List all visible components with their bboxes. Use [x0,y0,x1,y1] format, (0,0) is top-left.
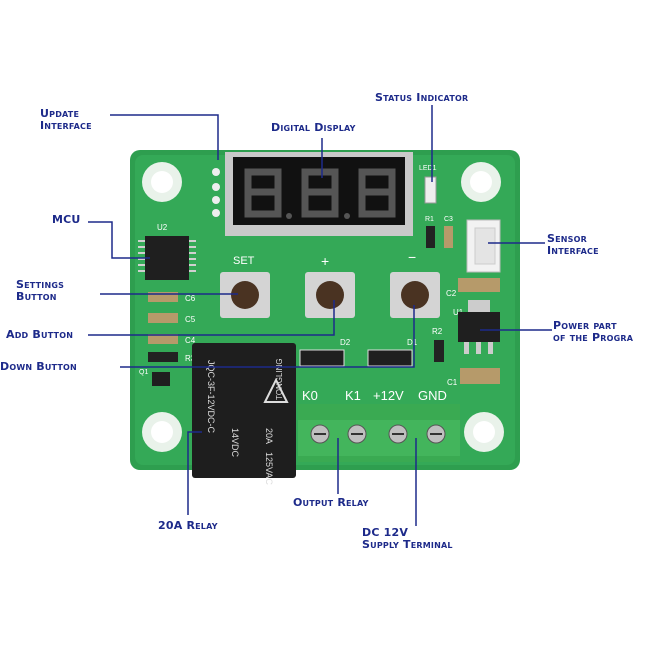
callout-line: Supply Terminal [362,538,453,551]
callout-line: Sensor [547,232,588,245]
relay-spec-line: 125VAC [264,452,274,485]
down-button[interactable] [390,272,440,318]
label-u2: U2 [157,223,168,232]
leader-down-button [120,305,415,368]
callout-line: Update [40,107,80,120]
callout-digital-display: Digital Display [271,121,356,134]
callout-update-interface: Update Interface [40,108,92,132]
label-q1: Q1 [139,369,148,376]
callout-settings-button: Settings Button [16,279,64,303]
display-digit [244,168,396,218]
callout-line: Interface [40,119,92,132]
callout-line: Power part [553,319,617,332]
label-d2: D2 [340,338,351,347]
mounting-hole [461,162,501,202]
settings-button[interactable] [220,272,270,318]
resistor-r1 [426,226,435,248]
mcu-pins [138,240,196,272]
label-led1: LED1 [419,165,437,172]
terminal-label-gnd: GND [418,388,447,403]
leader-20a-relay [187,431,202,515]
callout-mcu: MCU [52,213,81,226]
display-dot [344,213,350,219]
callout-line: Button [16,290,57,303]
relay-spec-line: JQC-3F-12VDC-C [206,360,216,434]
callout-line: of the Progra [553,331,634,344]
leader-add-button [88,300,335,336]
transistor-q1 [152,372,170,386]
terminal-label-k1: K1 [345,388,361,403]
terminal-screw-k0[interactable] [310,424,330,444]
passive-c4 [148,334,178,344]
relay-spec-line: 14VDC [230,428,240,458]
callout-down-button: Down Button [0,360,77,373]
mounting-hole [142,412,182,452]
label-r2: R2 [432,327,443,336]
callout-line: Settings [16,278,65,291]
add-button[interactable] [305,272,355,318]
callout-line: DC 12V [362,526,409,539]
label-set: SET [233,255,255,267]
label-c2: C2 [446,289,457,298]
passive-r3 [148,352,178,362]
label-c6: C6 [185,294,196,303]
label-plus: + [321,253,329,269]
relay-20a [192,343,296,478]
relay-spec-line: 20A [264,428,274,444]
terminal-screw-gnd[interactable] [426,424,446,444]
callout-add-button: Add Button [6,328,74,341]
voltage-regulator-u1 [458,300,500,354]
capacitor-c3 [444,226,453,248]
mounting-hole [142,162,182,202]
update-interface-pads [212,168,220,217]
callout-sensor-interface: Sensor Interface [547,233,599,257]
passive-c5 [148,313,178,323]
passive-c6 [148,292,178,302]
status-led [424,176,437,204]
label-minus: − [408,249,416,265]
label-d1: D1 [407,338,418,347]
label-c5: C5 [185,315,196,324]
callout-dc-supply: DC 12V Supply Terminal [362,527,453,551]
terminal-screw-k1[interactable] [347,424,367,444]
terminal-label-12v: +12V [373,388,404,403]
label-r1: R1 [425,216,434,223]
diode-d1 [367,349,413,367]
mounting-hole [464,412,504,452]
callout-20a-relay: 20A Relay [158,519,218,532]
leader-update-interface [110,114,219,160]
terminal-screw-12v[interactable] [388,424,408,444]
capacitor-c2 [458,278,500,292]
callout-status-indicator: Status Indicator [375,91,469,104]
mcu-chip [145,236,189,280]
resistor-r2 [434,340,444,362]
label-c4: C4 [185,336,196,345]
callout-line: Interface [547,244,599,257]
sensor-connector-slot [474,227,496,265]
display-dot [286,213,292,219]
relay-brand-logo [263,377,289,403]
relay-brand: TONGLING [275,358,284,400]
leader-mcu [88,221,150,259]
callout-power-part: Power part of the Progra [553,320,633,344]
diode-d2 [299,349,345,367]
terminal-label-k0: K0 [302,388,318,403]
capacitor-c1 [460,368,500,384]
label-c1: C1 [447,378,458,387]
label-r3: R3 [185,354,196,363]
label-c3: C3 [444,216,453,223]
callout-output-relay: Output Relay [293,496,369,509]
